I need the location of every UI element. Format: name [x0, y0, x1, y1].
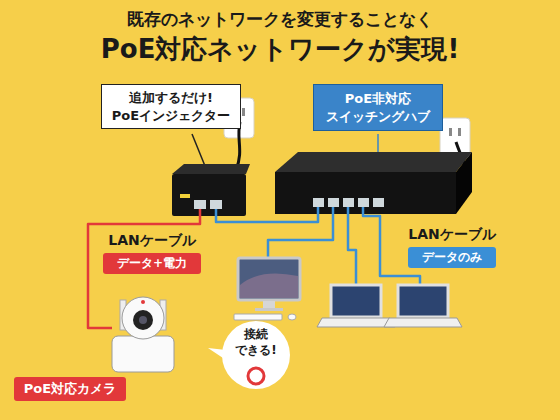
title: PoE対応ネットワークが実現!	[0, 32, 560, 67]
label-text: PoE対応カメラ	[24, 381, 116, 396]
ok-mark	[248, 368, 264, 384]
poe-injector	[172, 164, 250, 216]
cable-label: LANケーブルデータ+電力	[103, 232, 201, 274]
cable-name: LANケーブル	[106, 232, 197, 250]
leader-line	[192, 134, 205, 166]
subtitle: 既存のネットワークを変更することなく	[0, 8, 560, 31]
laptop-pc	[317, 285, 395, 327]
cable-pill: データのみ	[408, 247, 496, 268]
poe-camera	[112, 297, 174, 372]
speech-bubble	[208, 321, 290, 389]
switching-hub	[275, 152, 472, 214]
cable-pill: データ+電力	[103, 253, 201, 274]
cable-name: LANケーブル	[406, 226, 497, 244]
label-heading: 追加するだけ!	[112, 89, 230, 107]
power-cable	[236, 122, 240, 170]
cable-label: LANケーブルデータのみ	[406, 226, 497, 268]
callout-text: 接続 できる!	[235, 327, 276, 357]
hub-label: PoE非対応 スイッチングハブ	[313, 84, 443, 131]
desktop-pc	[234, 258, 300, 320]
label-text: PoEインジェクター	[112, 107, 230, 125]
camera-label: PoE対応カメラ	[14, 377, 126, 401]
label-text: PoE非対応 スイッチングハブ	[326, 91, 430, 124]
callout-bubble: 接続 できる!	[227, 327, 285, 358]
laptop-pc	[384, 285, 462, 327]
injector-label: 追加するだけ!PoEインジェクター	[101, 84, 241, 129]
